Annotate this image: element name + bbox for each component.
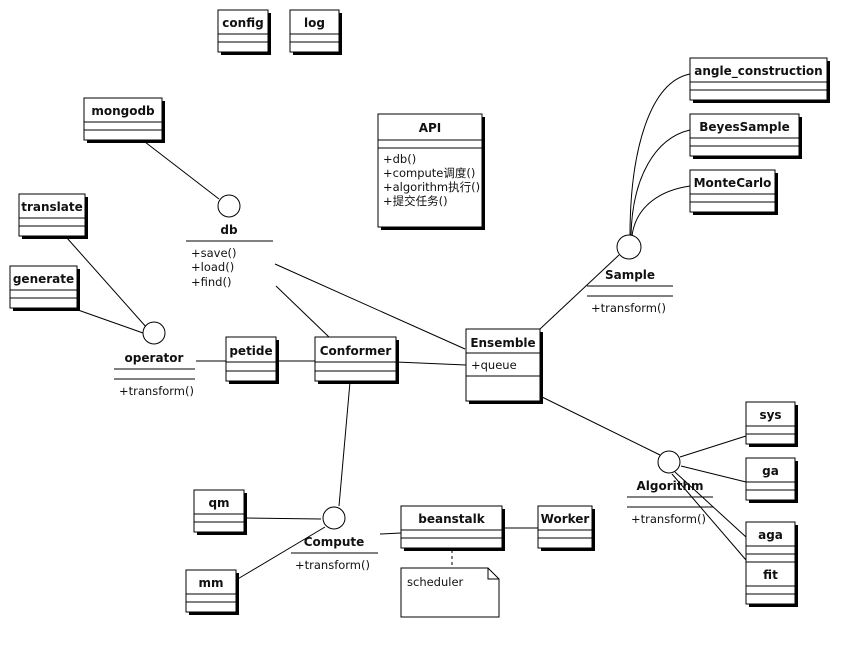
edge-generate-operator xyxy=(77,309,144,334)
interface-sample: Sample +transform() xyxy=(587,234,673,315)
class-conformer: Conformer xyxy=(314,336,399,384)
class-montecarlo: MonteCarlo xyxy=(689,169,778,215)
class-api-name: API xyxy=(419,121,442,135)
edge-qm-compute xyxy=(244,517,322,520)
edge-ensemble-sample xyxy=(539,254,620,330)
class-beyessample: BeyesSample xyxy=(689,113,802,159)
class-sys: sys xyxy=(745,401,798,447)
class-petide-name: petide xyxy=(229,344,272,358)
class-fit: fit xyxy=(745,561,798,607)
class-translate: translate xyxy=(18,193,88,239)
class-log-name: log xyxy=(304,16,325,30)
edge-algorithm-aga xyxy=(674,471,747,538)
db-member-find: +find() xyxy=(191,275,231,289)
edge-algorithm-ga xyxy=(680,465,747,483)
note-scheduler: scheduler xyxy=(400,567,500,618)
class-mongodb-name: mongodb xyxy=(91,104,155,118)
class-angle-construction: angle_construction xyxy=(689,57,830,103)
class-translate-name: translate xyxy=(21,200,83,214)
db-member-load: +load() xyxy=(191,260,234,274)
interface-operator: operator +transform() xyxy=(114,321,195,398)
api-member-submit: +提交任务() xyxy=(383,194,448,208)
interface-compute-name: Compute xyxy=(304,535,365,549)
class-config-name: config xyxy=(222,16,263,30)
api-member-compute: +compute调度() xyxy=(383,166,475,180)
class-aga: aga xyxy=(745,521,798,567)
class-config: config xyxy=(217,9,271,55)
interface-db-name: db xyxy=(220,223,238,237)
class-ensemble-name: Ensemble xyxy=(470,336,535,350)
edge-conformer-compute xyxy=(338,381,351,507)
class-fit-name: fit xyxy=(763,568,778,582)
edge-ensemble-algorithm xyxy=(539,395,661,456)
interface-operator-name: operator xyxy=(125,351,184,365)
class-beyessample-name: BeyesSample xyxy=(699,120,789,134)
ensemble-member-queue: +queue xyxy=(471,358,517,372)
interface-algorithm: Algorithm +transform() xyxy=(627,450,713,526)
edge-compute-beanstalk xyxy=(379,532,402,535)
class-worker: Worker xyxy=(537,505,595,551)
api-member-algorithm: +algorithm执行() xyxy=(383,180,480,194)
sample-member-transform: +transform() xyxy=(591,301,666,315)
edge-translate-operator xyxy=(66,237,148,329)
note-scheduler-text: scheduler xyxy=(407,575,464,589)
interface-algorithm-name: Algorithm xyxy=(636,479,703,493)
edge-sample-angle-construction xyxy=(629,73,691,237)
class-worker-name: Worker xyxy=(541,512,590,526)
class-ga-name: ga xyxy=(762,464,779,478)
db-member-save: +save() xyxy=(191,246,237,260)
class-generate-name: generate xyxy=(13,272,74,286)
algorithm-member-transform: +transform() xyxy=(631,512,706,526)
class-sys-name: sys xyxy=(759,408,781,422)
edge-algorithm-sys xyxy=(679,435,747,458)
class-montecarlo-name: MonteCarlo xyxy=(694,176,772,190)
edge-mm-compute xyxy=(235,526,326,581)
class-ga: ga xyxy=(745,457,798,503)
api-member-db: +db() xyxy=(383,152,416,166)
class-api: API +db() +compute调度() +algorithm执行() +提… xyxy=(377,113,485,230)
edge-sample-montecarlo xyxy=(631,185,691,237)
class-conformer-name: Conformer xyxy=(320,344,392,358)
class-qm: qm xyxy=(193,489,247,535)
edge-db-ensemble xyxy=(274,263,466,350)
operator-member-transform: +transform() xyxy=(119,384,194,398)
class-mm-name: mm xyxy=(198,576,223,590)
connections xyxy=(66,73,747,581)
class-beanstalk-name: beanstalk xyxy=(418,512,485,526)
class-ensemble: Ensemble +queue xyxy=(465,328,543,404)
interface-sample-name: Sample xyxy=(605,268,655,282)
compute-member-transform: +transform() xyxy=(295,558,370,572)
edge-sample-beyessample xyxy=(630,129,691,237)
edge-conformer-ensemble xyxy=(395,361,467,366)
edge-mongodb-db xyxy=(144,141,220,200)
class-angle-construction-name: angle_construction xyxy=(694,64,822,79)
class-petide: petide xyxy=(225,336,279,384)
class-log: log xyxy=(289,9,342,55)
edge-algorithm-fit xyxy=(671,473,747,561)
class-mm: mm xyxy=(185,569,239,615)
class-beanstalk: beanstalk xyxy=(400,505,505,551)
class-mongodb: mongodb xyxy=(83,97,165,143)
class-qm-name: qm xyxy=(208,496,229,510)
edge-db-conformer xyxy=(275,285,331,339)
class-generate: generate xyxy=(9,265,80,311)
class-aga-name: aga xyxy=(758,528,783,542)
interface-db: db +save() +load() +find() xyxy=(186,194,273,289)
interface-compute: Compute +transform() xyxy=(291,506,378,572)
